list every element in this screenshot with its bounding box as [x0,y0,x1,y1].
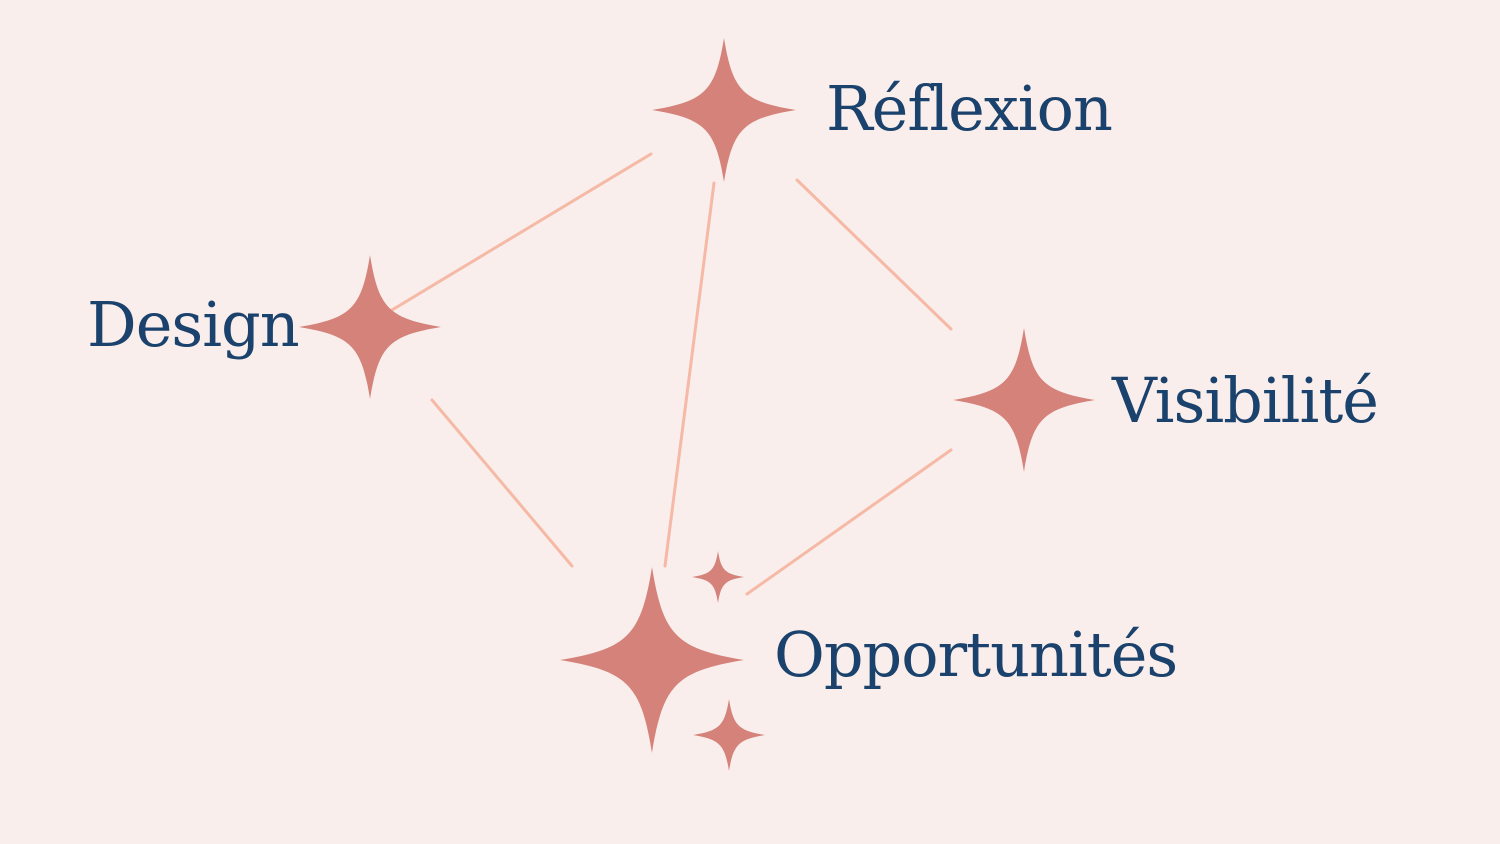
node-label-reflexion: Réflexion [826,72,1113,145]
sparkle-icon-design [299,255,441,399]
connector-reflexion-opportunites [663,181,716,568]
sparkles [299,38,1095,771]
connectors [365,152,953,596]
connector-visibilite-opportunites [745,448,953,596]
node-label-visibilite: Visibilité [1112,364,1379,437]
sparkle-icon-visibilite [953,328,1095,472]
sparkle-icon-small-bottom [693,699,765,771]
sparkle-icon-small-top [692,551,744,603]
sparkle-icon-reflexion [652,38,796,182]
connector-reflexion-visibilite [795,178,953,331]
connector-design-reflexion [365,152,653,327]
node-label-design: Design [87,288,300,361]
sparkle-icon-opportunites [560,567,744,753]
connector-design-opportunites [430,398,574,568]
node-label-opportunites: Opportunités [774,618,1178,691]
